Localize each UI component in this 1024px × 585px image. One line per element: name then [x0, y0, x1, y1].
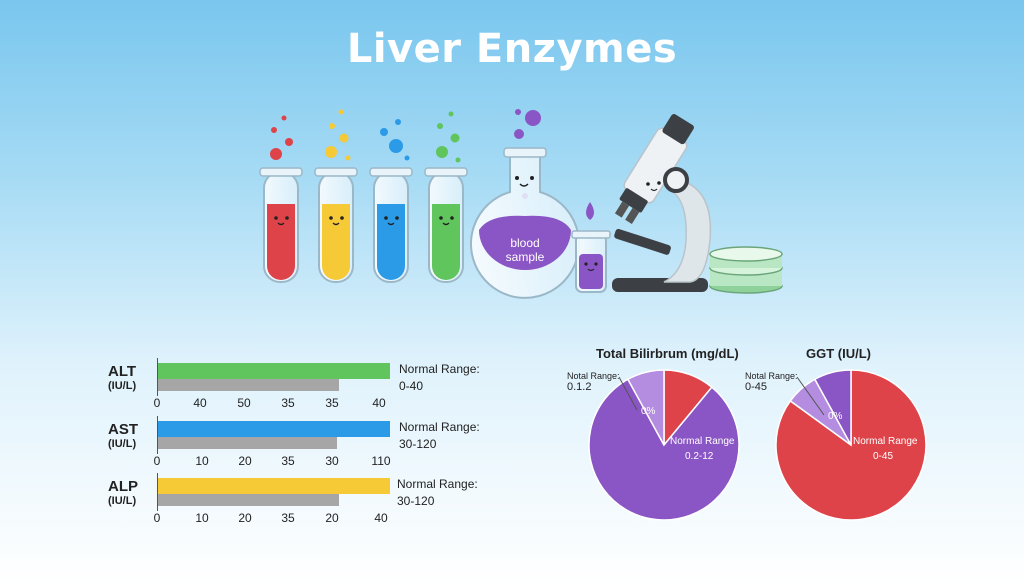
pie-chart-title: GGT (IU/L) — [806, 346, 871, 361]
pie-outer-label: Notal Range:0-45 — [745, 371, 798, 393]
bar-chart-unit: (IU/L) — [108, 438, 137, 451]
bar-chart-unit: (IU/L) — [108, 380, 137, 393]
normal-range-label: Normal Range: — [399, 362, 480, 376]
test-tube-yellow-icon — [314, 109, 358, 283]
test-tube-red-icon — [259, 115, 303, 283]
pie-slice-light_purple — [626, 369, 665, 446]
bar-tick-label: 40 — [372, 396, 386, 410]
normal-range-note: Normal Range: 30-120 — [397, 476, 478, 511]
bar-tick-label: 35 — [281, 396, 295, 410]
normal-range-value: 30-120 — [399, 437, 437, 452]
pie-outer-label-value: 0-45 — [745, 381, 768, 393]
pie-outer-label-value: 0.1.2 — [567, 381, 592, 393]
pie-inner-range-label: Normal Range — [670, 436, 735, 447]
bar-blue — [158, 421, 390, 437]
petri-dish-icon — [709, 246, 783, 294]
test-tube-blue-icon — [369, 119, 413, 283]
bar-tick-label: 10 — [195, 454, 209, 468]
bar-tick-label: 110 — [371, 454, 391, 468]
bar-axis — [157, 358, 158, 396]
bar-gray — [158, 379, 339, 391]
normal-range-value: 0-40 — [399, 379, 424, 394]
test-tube-green-icon — [424, 111, 468, 283]
bar-axis — [157, 473, 158, 511]
pie-inner-range-value: 0.2-12 — [685, 451, 714, 462]
bar-chart-title: AST(IU/L) — [108, 421, 138, 451]
pie-outer-label-text: Notal Range: — [567, 371, 620, 381]
bar-chart-name: ALP — [108, 478, 138, 495]
pie-inner-range-label: Normal Range — [853, 436, 918, 447]
bar-chart-title: ALP(IU/L) — [108, 478, 138, 508]
bar-tick-label: 40 — [193, 396, 207, 410]
bar-chart-unit: (IU/L) — [108, 495, 137, 508]
bar-tick-label: 20 — [325, 511, 339, 525]
lab-illustration: blood sample — [259, 109, 783, 299]
bar-tick-label: 35 — [281, 511, 295, 525]
bar-tick-label: 50 — [237, 396, 251, 410]
microscope-icon — [612, 113, 712, 292]
blood-sample-flask-icon: blood sample — [470, 109, 580, 299]
bar-axis — [157, 416, 158, 454]
bar-tick-label: 0 — [153, 511, 161, 525]
bar-yellow — [158, 478, 390, 494]
pie-leader-line — [796, 376, 825, 416]
bar-gray — [158, 494, 339, 506]
normal-range-note: Normal Range: 0-40 — [399, 361, 480, 396]
bar-chart-name: ALT — [108, 363, 137, 380]
pie-slice-purple — [813, 369, 852, 446]
bar-chart-title: ALT(IU/L) — [108, 363, 136, 393]
bar-gray — [158, 437, 337, 449]
flask-label-line2: sample — [506, 250, 545, 264]
normal-range-value: 30-120 — [397, 494, 435, 509]
normal-range-label: Normal Range: — [399, 420, 480, 434]
bar-tick-label: 35 — [281, 454, 295, 468]
bar-tick-label: 30 — [325, 454, 339, 468]
pie-inner-percent: 0% — [828, 411, 843, 422]
pie-outer-label: Notal Range:0.1.2 — [567, 371, 620, 393]
normal-range-note: Normal Range: 30-120 — [399, 419, 480, 454]
bar-tick-label: 20 — [238, 454, 252, 468]
bar-tick-label: 35 — [325, 396, 339, 410]
bar-tick-label: 0 — [153, 454, 161, 468]
pie-inner-percent: 0% — [641, 406, 656, 417]
bar-green — [158, 363, 390, 379]
bar-tick-label: 10 — [195, 511, 209, 525]
normal-range-label: Normal Range: — [397, 477, 478, 491]
pie-chart-title: Total Bilirbrum (mg/dL) — [596, 346, 739, 361]
pie-leader-line — [618, 376, 638, 411]
pie-outer-label-text: Notal Range: — [745, 371, 798, 381]
small-beaker-icon — [571, 202, 611, 293]
flask-label-line1: blood — [510, 236, 539, 250]
pie-inner-range-value: 0-45 — [873, 451, 894, 462]
bar-chart-name: AST — [108, 421, 138, 438]
bar-tick-label: 0 — [153, 396, 161, 410]
bar-tick-label: 20 — [238, 511, 252, 525]
page-title: Liver Enzymes — [346, 26, 678, 72]
bar-tick-label: 40 — [374, 511, 388, 525]
pie-slice-purple — [588, 378, 740, 521]
